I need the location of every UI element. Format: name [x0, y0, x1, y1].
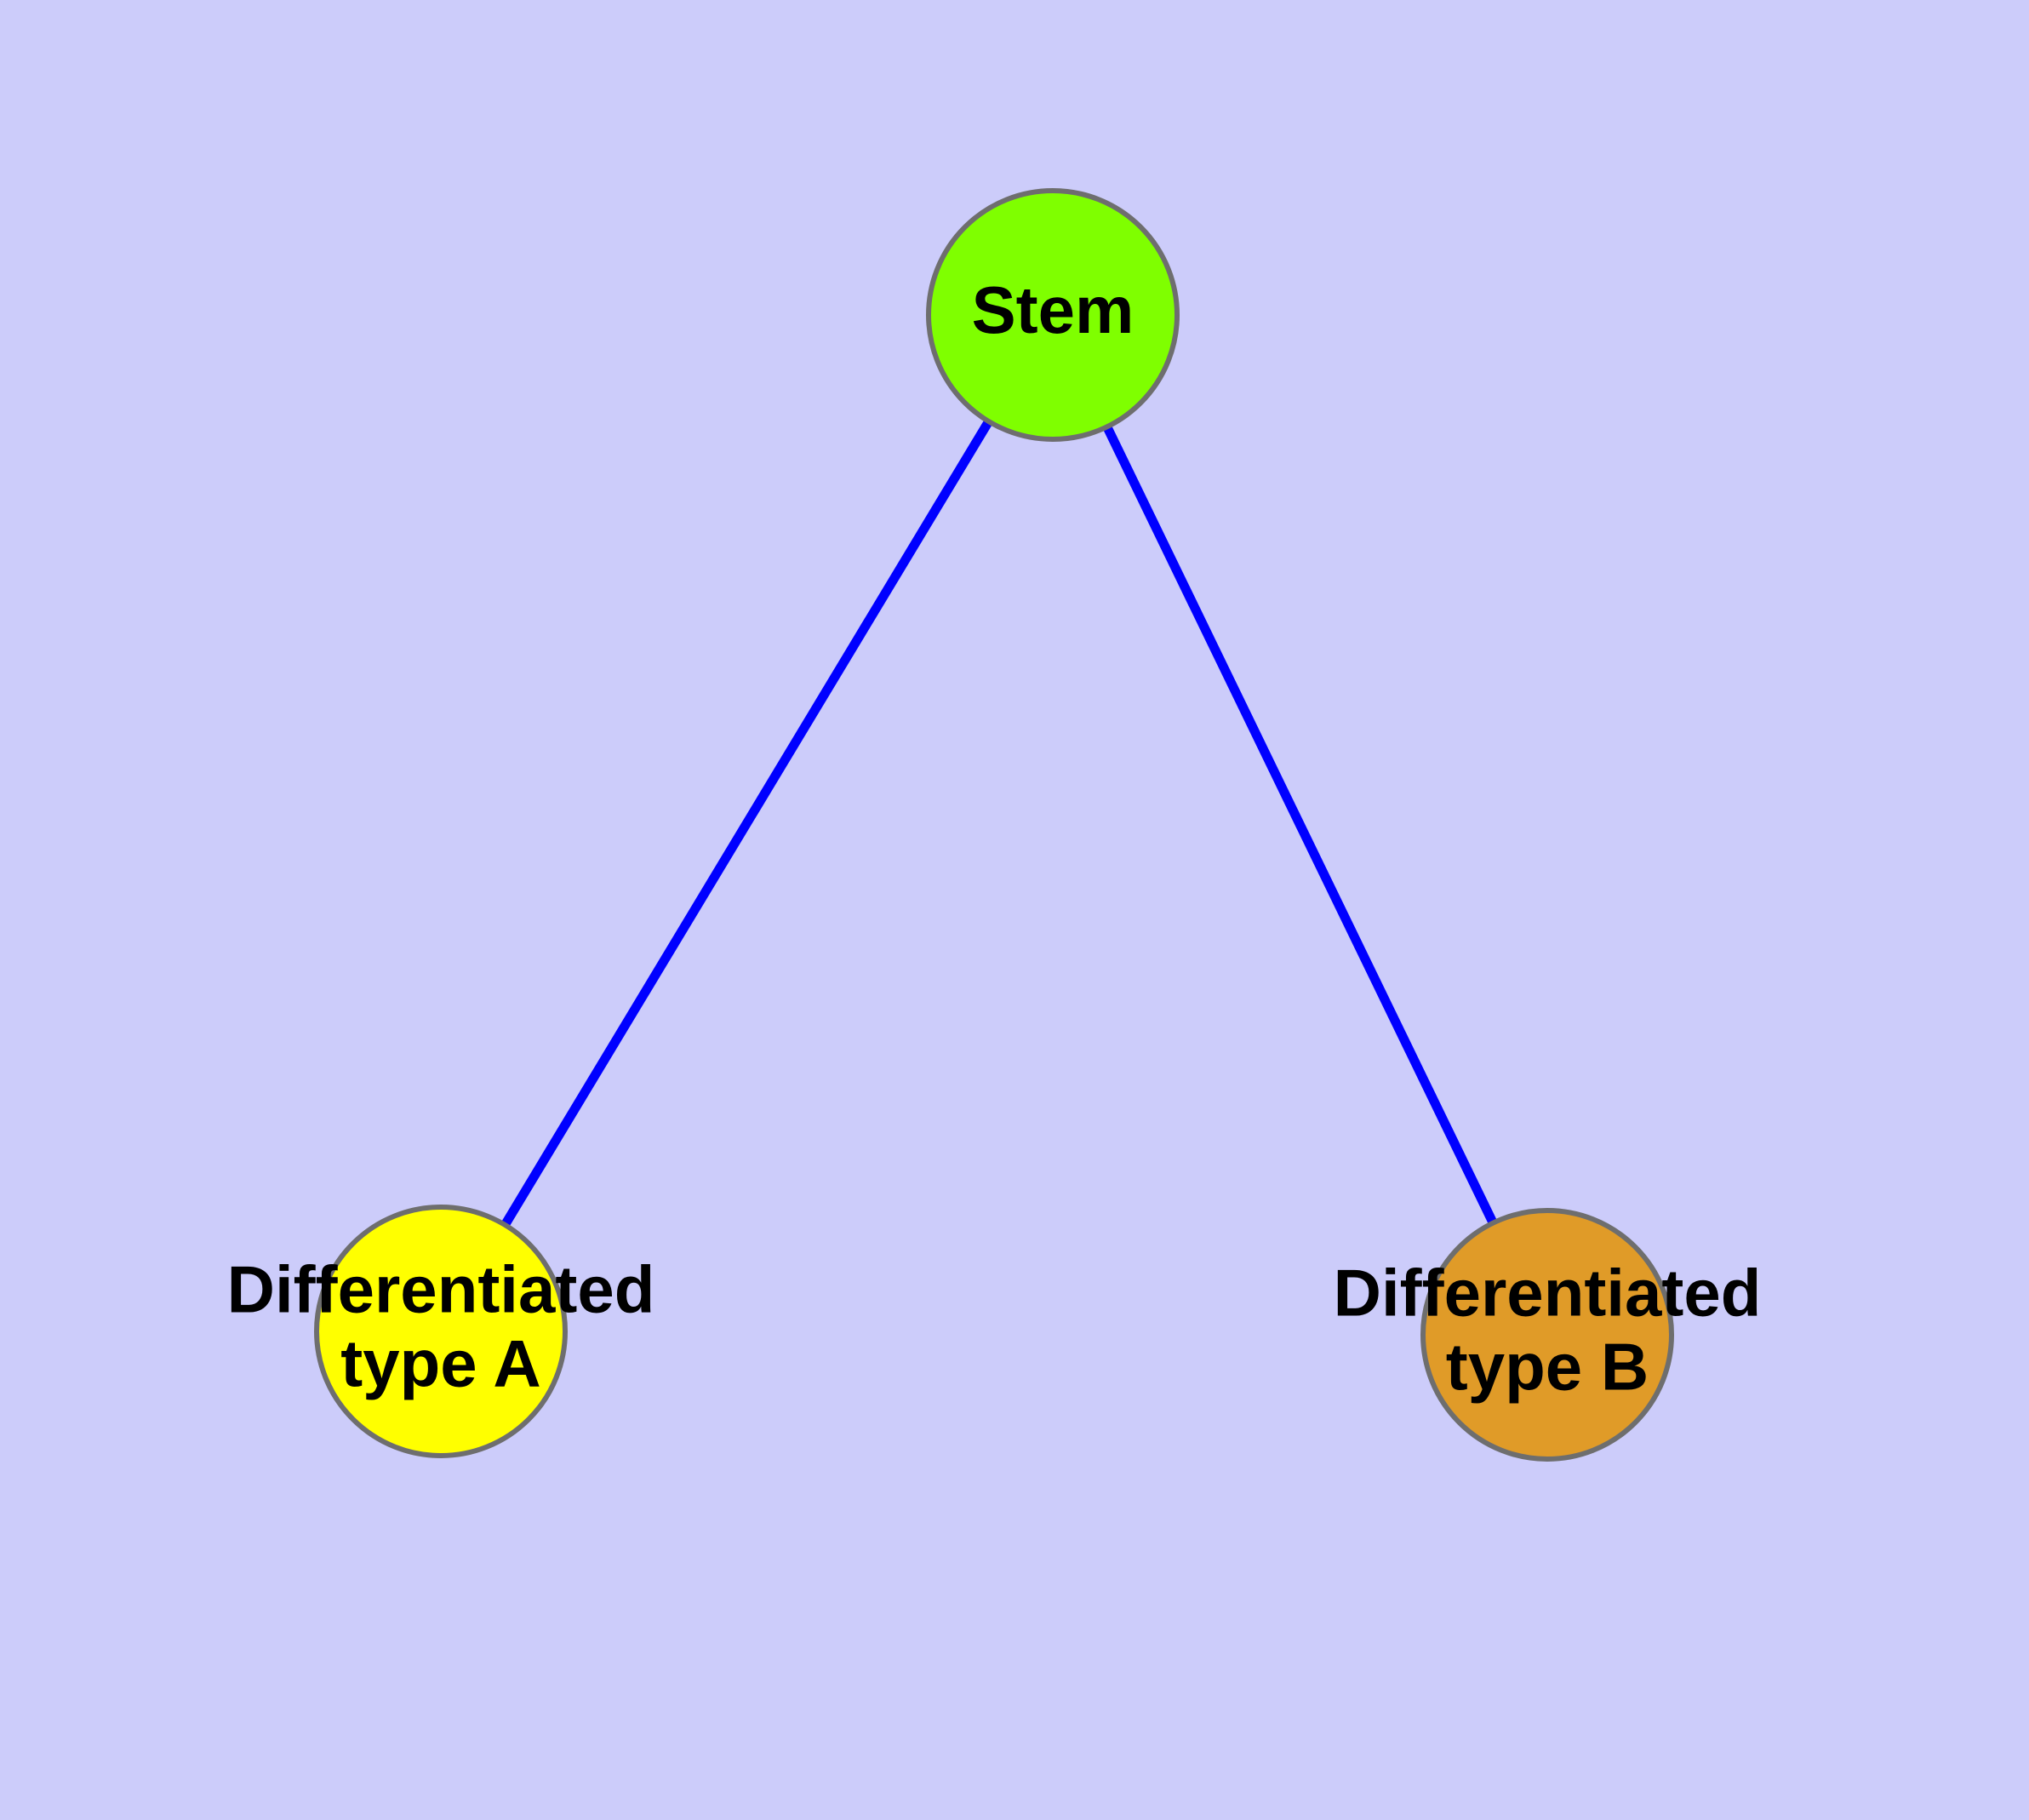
node-circle-stem[interactable] — [926, 188, 1180, 442]
node-circle-diff_b[interactable] — [1420, 1208, 1674, 1462]
node-label-line: Stem — [972, 272, 1135, 347]
nodes-layer — [314, 188, 1674, 1462]
node-label-line: type B — [1446, 1329, 1649, 1404]
edge-stem-diff-a[interactable] — [501, 420, 992, 1227]
node-label-line: Differentiated — [1334, 1255, 1762, 1330]
node-circle-diff_a[interactable] — [314, 1205, 568, 1458]
edge-stem-diff-b[interactable] — [1103, 425, 1497, 1225]
node-label-line: type A — [340, 1325, 541, 1400]
node-label-line: Differentiated — [227, 1251, 655, 1326]
node-label-stem: Stem — [972, 272, 1135, 347]
edges-layer — [501, 420, 1497, 1227]
